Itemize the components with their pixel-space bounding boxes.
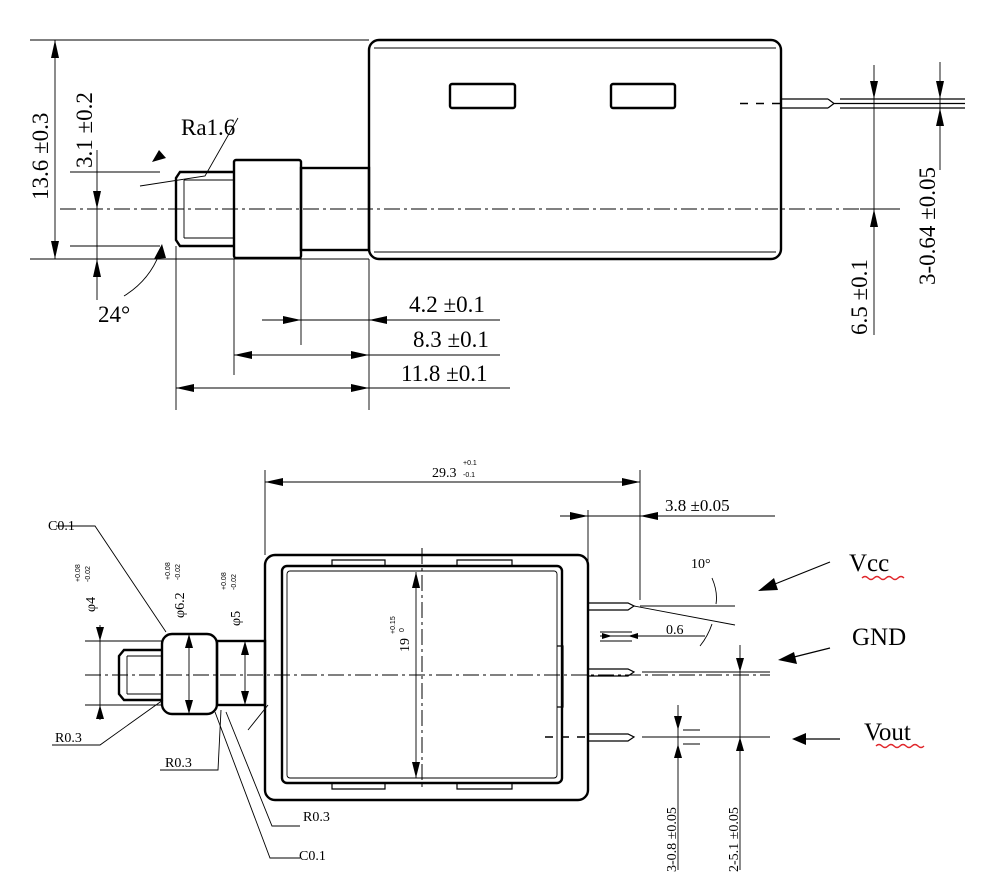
top-dim-step: 3.1 ±0.2	[72, 92, 97, 168]
bottom-dim-29-3-tol-up: +0.1	[463, 460, 477, 467]
vcc-spell-underline	[861, 575, 905, 581]
bottom-dim-dia5-tol-up: +0.08	[221, 572, 228, 590]
top-roughness-leader	[139, 117, 239, 187]
gnd-arrow	[789, 647, 831, 659]
bottom-r03-mid-leader	[160, 709, 222, 771]
pin-label-vcc: Vcc	[849, 550, 889, 577]
top-dim-6-5: 6.5 ±0.1	[847, 259, 872, 335]
bottom-tabs	[331, 559, 564, 790]
top-roughness: Ra1.6	[181, 115, 235, 140]
bottom-r03-low: R0.3	[303, 810, 330, 825]
bottom-dim-dia62-tol-dn: -0.02	[175, 564, 182, 580]
pin-label-vout: Vout	[864, 719, 911, 746]
bottom-dim-dia62-tol-up: +0.08	[165, 562, 172, 580]
bottom-dim-pin-thickness: 3-0.8 ±0.05	[665, 807, 680, 872]
bottom-dim-dia4-tol-up: +0.08	[75, 564, 82, 582]
top-extension-lines	[30, 39, 965, 410]
bottom-dim-3-8: 3.8 ±0.05	[665, 496, 730, 515]
bottom-r03-left: R0.3	[55, 731, 82, 746]
top-dim-angle: 24°	[98, 302, 130, 327]
bottom-dim-pin-pitch: 2-5.1 ±0.05	[727, 807, 742, 872]
bottom-r03-mid: R0.3	[165, 756, 192, 771]
bottom-dim-19-tol-up: +0.15	[390, 616, 397, 634]
bottom-extension-lines	[85, 470, 700, 745]
bottom-view: 29.3 +0.1 -0.1 3.8 ±0.05 10° 0.6 19 +0.1…	[48, 460, 925, 872]
vout-spell-underline	[875, 743, 925, 749]
bottom-dim-0-6: 0.6	[666, 623, 684, 638]
bottom-c01-top: C0.1	[48, 519, 75, 534]
bottom-dim-29-3-tol-dn: -0.1	[463, 472, 475, 479]
top-housing	[367, 38, 783, 261]
bottom-c01-top-leader	[56, 525, 167, 633]
bottom-dim-dia5-tol-dn: -0.02	[231, 574, 238, 590]
bottom-housing	[263, 553, 590, 802]
bottom-shaft-neck	[215, 639, 267, 707]
top-dim-8-3: 8.3 ±0.1	[413, 327, 489, 352]
pin-label-gnd: GND	[852, 624, 906, 651]
top-slot-left	[448, 82, 517, 110]
top-dim-height: 13.6 ±0.3	[28, 113, 53, 200]
top-view: 13.6 ±0.3 3.1 ±0.2 Ra1.6 24° 4.2 ±0.1 8.…	[28, 38, 965, 410]
bottom-dim-angle: 10°	[691, 557, 711, 572]
bottom-dim-dia5: φ5	[229, 611, 244, 626]
top-housing-inner-edge	[374, 47, 776, 253]
top-pin	[781, 98, 965, 109]
bottom-dim-dia4-tol-dn: -0.02	[85, 566, 92, 582]
bottom-angle-arc	[699, 577, 717, 647]
bottom-dim-dia62: φ6.2	[173, 592, 188, 618]
bottom-pin-guides	[600, 605, 770, 738]
bottom-r03-left-leader	[52, 699, 164, 746]
bottom-pin-vcc	[588, 602, 636, 611]
bottom-dim-29-3: 29.3	[432, 466, 457, 481]
bottom-dim-19-tol-dn: 0	[399, 628, 406, 632]
top-dim-pin-width: 3-0.64 ±0.05	[915, 167, 940, 285]
bottom-pin-gnd	[588, 668, 636, 677]
top-dim-4-2: 4.2 ±0.1	[409, 292, 485, 317]
top-dim-11-8: 11.8 ±0.1	[401, 361, 488, 386]
bottom-dim-dia4: φ4	[84, 597, 99, 612]
bottom-c01-low-leader	[214, 704, 300, 859]
bottom-r03-low-leader	[225, 711, 300, 827]
top-slot-right	[609, 82, 677, 110]
bottom-c01-low: C0.1	[299, 849, 326, 864]
bottom-pin-vout	[588, 733, 636, 742]
bottom-dim-19: 19	[398, 638, 413, 652]
vcc-arrow	[769, 561, 831, 587]
